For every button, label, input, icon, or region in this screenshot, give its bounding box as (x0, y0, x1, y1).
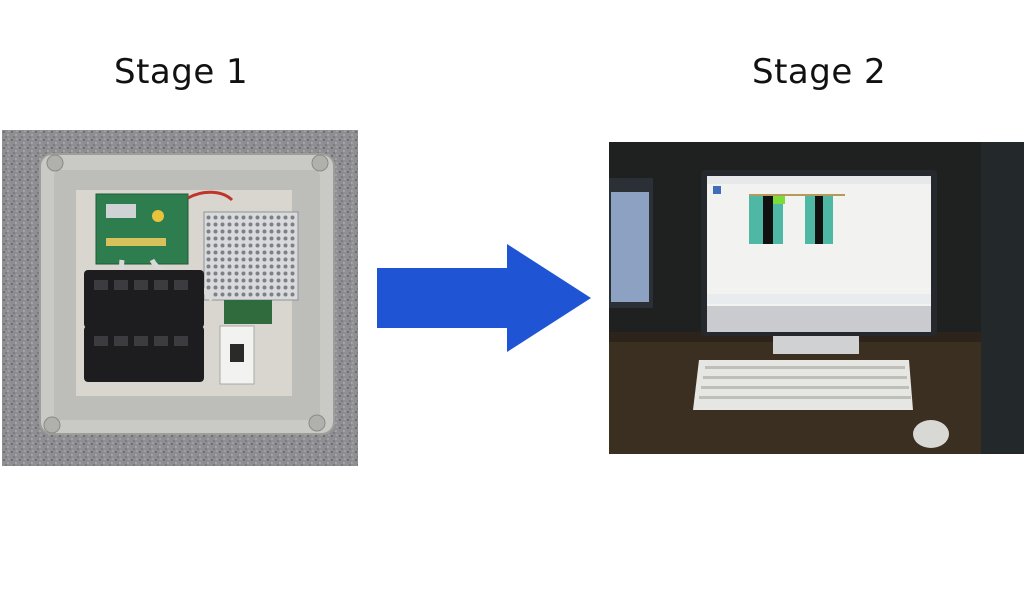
arrow-shape (377, 244, 591, 352)
arrow-right-icon (377, 244, 591, 352)
electrical-enclosure-photo (2, 130, 358, 466)
stage-1-title: Stage 1 (114, 52, 249, 92)
stage-2-title: Stage 2 (752, 52, 887, 92)
monitor-workstation-photo (609, 142, 1024, 454)
